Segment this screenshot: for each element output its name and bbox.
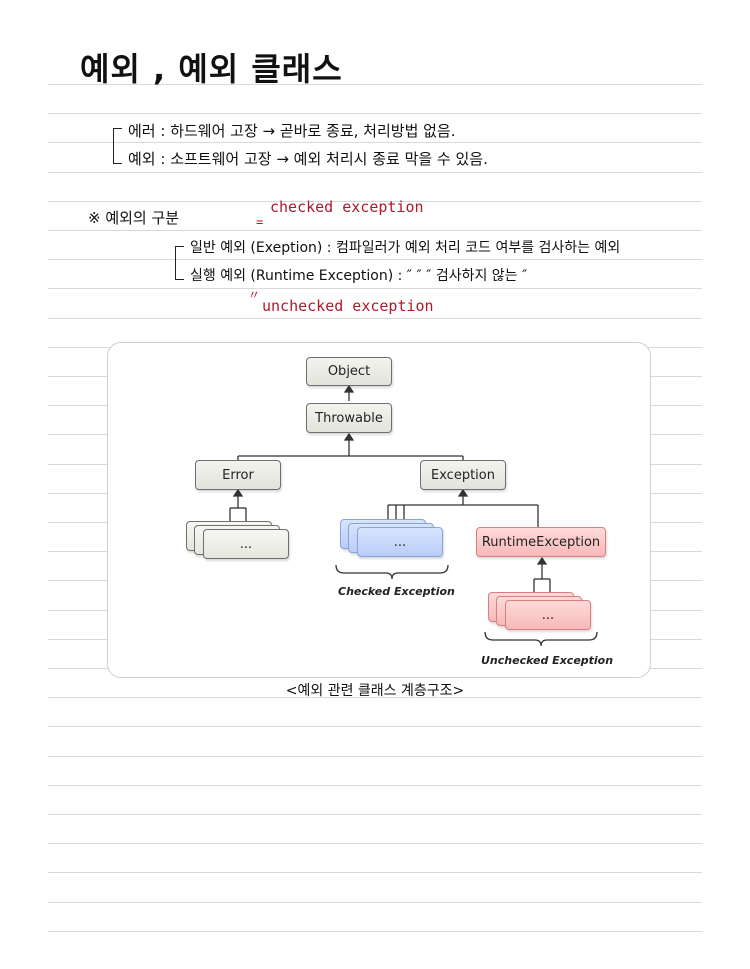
ruled-line xyxy=(48,172,702,173)
ruled-line xyxy=(48,84,702,85)
ruled-line xyxy=(48,259,702,260)
ruled-line xyxy=(48,931,702,932)
equals-mark: = xyxy=(256,215,264,229)
equals-mark: 〃 xyxy=(248,288,261,302)
ruled-line xyxy=(48,318,702,319)
exception-line: 예외 : 소프트웨어 고장 → 예외 처리시 종료 막을 수 있음. xyxy=(128,150,488,168)
ruled-line xyxy=(48,201,702,202)
general-exception-line: 일반 예외 (Exeption) : 컴파일러가 예외 처리 코드 여부를 검사… xyxy=(190,240,621,256)
classification-heading: ※ 예외의 구분 xyxy=(88,209,180,227)
checked-exception-label: checked exception xyxy=(270,198,424,216)
error-node: Error xyxy=(195,460,281,490)
ruled-line xyxy=(48,872,702,873)
figure-caption: <예외 관련 클래스 계층구조> xyxy=(285,683,465,699)
class-hierarchy-diagram: Object Throwable Error Exception ... ...… xyxy=(107,342,651,678)
ruled-line xyxy=(48,230,702,231)
ruled-line xyxy=(48,785,702,786)
unchecked-exception-label: unchecked exception xyxy=(262,297,434,315)
ruled-line xyxy=(48,697,702,698)
runtime-exception-line: 실행 예외 (Runtime Exception) : ″ ″ ″ 검사하지 않… xyxy=(190,268,528,284)
page-title: 예외 , 예외 클래스 xyxy=(80,50,343,88)
ruled-line xyxy=(48,288,702,289)
error-line: 에러 : 하드웨어 고장 → 곧바로 종료, 처리방법 없음. xyxy=(128,122,456,140)
ruled-line xyxy=(48,142,702,143)
unchecked-exception-caption: Unchecked Exception xyxy=(481,654,614,667)
ruled-line xyxy=(48,113,702,114)
runtime-exception-node: RuntimeException xyxy=(476,527,606,557)
checked-exception-box: ... xyxy=(357,527,443,557)
ruled-line xyxy=(48,814,702,815)
ruled-line xyxy=(48,902,702,903)
object-node: Object xyxy=(306,357,392,386)
unchecked-exception-box: ... xyxy=(505,600,591,630)
connector-lines xyxy=(229,384,598,647)
bracket xyxy=(113,128,122,164)
exception-node: Exception xyxy=(420,460,506,490)
checked-exception-caption: Checked Exception xyxy=(338,585,455,598)
error-subclass-box: ... xyxy=(203,529,289,559)
throwable-node: Throwable xyxy=(306,403,392,433)
ruled-line xyxy=(48,756,702,757)
ruled-line xyxy=(48,726,702,727)
bracket xyxy=(175,246,184,280)
ruled-line xyxy=(48,843,702,844)
